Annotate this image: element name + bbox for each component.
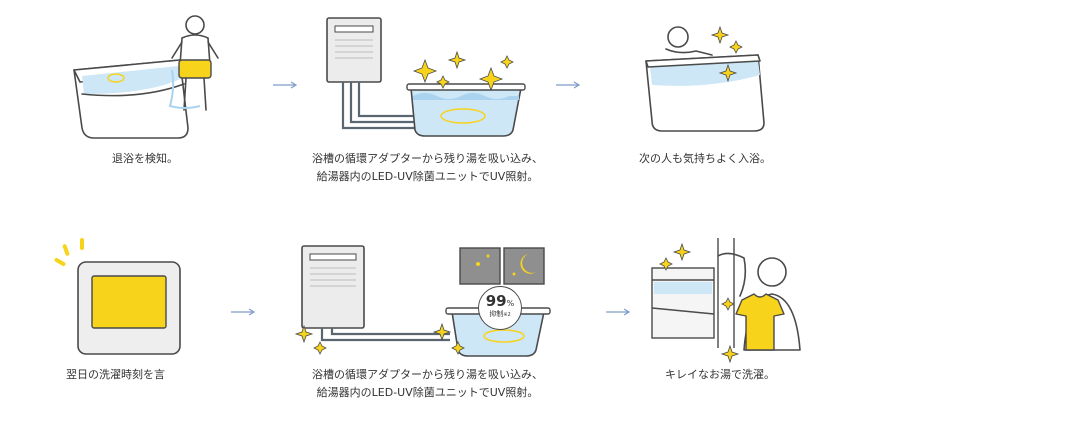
step-2-caption: 浴槽の循環アダプターから残り湯を吸い込み、 給湯器内のLED-UV除菌ユニットで…	[300, 150, 555, 186]
bathtub-icon	[651, 267, 715, 339]
step-5-illustration: 99% 抑制※2	[292, 238, 554, 368]
arrow-right-icon	[605, 301, 631, 320]
step-5-caption: 浴槽の循環アダプターから残り湯を吸い込み、 給湯器内のLED-UV除菌ユニットで…	[300, 366, 555, 402]
step-1-illustration	[60, 10, 230, 145]
sparkle-icon	[412, 50, 514, 92]
step-5-line-2: 給湯器内のLED-UV除菌ユニットでUV照射。	[316, 386, 539, 399]
badge-note: ※2	[503, 312, 511, 318]
step-2-line-2: 給湯器内のLED-UV除菌ユニットでUV照射。	[316, 170, 539, 183]
step-3-caption: 次の人も気持ちよく入浴。	[620, 150, 790, 168]
water-heater-icon	[301, 245, 365, 329]
sparkle-icon	[710, 25, 743, 83]
step-3-line-1: 次の人も気持ちよく入浴。	[639, 152, 771, 165]
step-5-line-1: 浴槽の循環アダプターから残り湯を吸い込み、	[312, 368, 543, 381]
remote-control-icon	[77, 261, 181, 355]
suppression-badge: 99% 抑制※2	[478, 286, 522, 330]
step-4-illustration	[50, 232, 190, 362]
step-6-illustration	[648, 238, 808, 366]
arrow-right-icon	[230, 301, 256, 320]
bathtub-icon	[73, 59, 189, 139]
bathtub-icon	[645, 54, 765, 132]
person-icon	[665, 26, 713, 56]
water-heater-icon	[326, 17, 382, 83]
bathtub-icon	[445, 307, 551, 357]
badge-value: 99	[485, 292, 507, 310]
step-1-line-1: 退浴を検知。	[112, 152, 178, 165]
person-icon	[168, 15, 219, 111]
arrow-right-icon	[555, 74, 581, 93]
sparkle-icon	[659, 242, 740, 364]
step-1-caption: 退浴を検知。	[90, 150, 200, 168]
shirt-icon	[735, 293, 785, 351]
badge-unit: %	[506, 299, 515, 308]
step-6-caption: キレイなお湯で洗濯。	[640, 366, 800, 384]
step-2-line-1: 浴槽の循環アダプターから残り湯を吸い込み、	[312, 152, 543, 165]
step-3-illustration	[640, 15, 770, 140]
sparkle-icon	[294, 322, 465, 355]
step-2-illustration	[315, 12, 535, 137]
badge-label: 抑制	[489, 310, 504, 318]
step-6-line-1: キレイなお湯で洗濯。	[665, 368, 775, 381]
arrow-right-icon	[272, 74, 298, 93]
bathtub-icon	[406, 83, 526, 137]
step-4-caption: 翌日の洗濯時刻を言	[66, 366, 186, 384]
step-4-line-1: 翌日の洗濯時刻を言	[66, 368, 165, 381]
